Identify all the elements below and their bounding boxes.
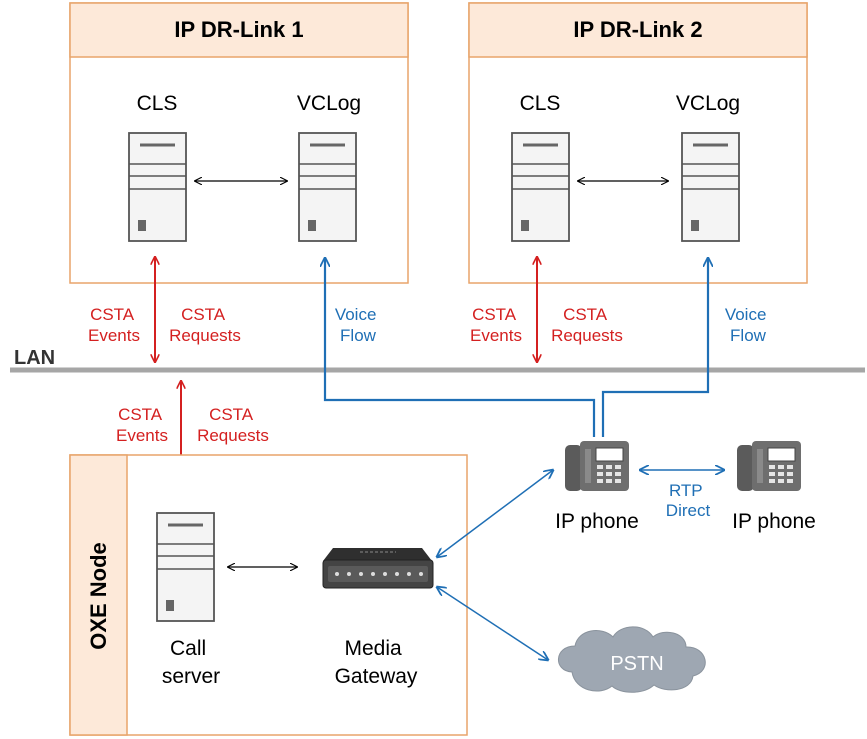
rtp-direct-label: RTP Direct xyxy=(666,481,711,520)
dr-link-2-title: IP DR-Link 2 xyxy=(573,17,702,42)
csta-events-label-1: CSTA Events xyxy=(88,305,140,345)
cls-label-1: CLS xyxy=(137,92,178,115)
csta-requests-label-1: CSTA Requests xyxy=(169,305,241,345)
oxe-node-box: OXE Node Call server Media Gateway xyxy=(69,454,468,736)
csta-events-label-2: CSTA Events xyxy=(470,305,522,345)
vclog-server-icon xyxy=(680,131,741,243)
gateway-pstn-link xyxy=(437,587,548,660)
vclog-server-icon xyxy=(297,131,358,243)
lan-label: LAN xyxy=(14,347,55,369)
dr-link-1-box: IP DR-Link 1 CLS VCLog xyxy=(69,2,409,284)
call-server-icon xyxy=(155,511,216,623)
cls-label-2: CLS xyxy=(520,92,561,115)
media-gateway-icon xyxy=(322,548,434,589)
csta-requests-label-2: CSTA Requests xyxy=(551,305,623,345)
oxe-node-title: OXE Node xyxy=(86,542,111,650)
csta-events-label-oxe: CSTA Events xyxy=(116,405,168,445)
ip-phone-icon xyxy=(736,440,802,492)
cls-server-icon xyxy=(510,131,571,243)
media-gateway-label: Media Gateway xyxy=(335,637,418,688)
dr-link-1-title: IP DR-Link 1 xyxy=(174,17,303,42)
ip-phone-label-1: IP phone xyxy=(555,510,639,533)
ip-phone-icon xyxy=(564,440,630,492)
voice-flow-label-1: Voice Flow xyxy=(335,305,381,345)
csta-requests-label-oxe: CSTA Requests xyxy=(197,405,269,445)
cls-server-icon xyxy=(127,131,188,243)
ip-phone-label-2: IP phone xyxy=(732,510,816,533)
pstn-cloud-icon: PSTN xyxy=(558,626,706,693)
voice-flow-path-1 xyxy=(325,258,596,437)
vclog-label-1: VCLog xyxy=(297,92,361,115)
pstn-label: PSTN xyxy=(610,653,663,675)
vclog-label-2: VCLog xyxy=(676,92,740,115)
gateway-phone-link xyxy=(437,470,553,557)
dr-link-2-box: IP DR-Link 2 CLS VCLog xyxy=(468,2,808,284)
voice-flow-label-2: Voice Flow xyxy=(725,305,771,345)
voice-flow-path-2 xyxy=(601,258,708,437)
call-server-label: Call server xyxy=(162,637,220,688)
